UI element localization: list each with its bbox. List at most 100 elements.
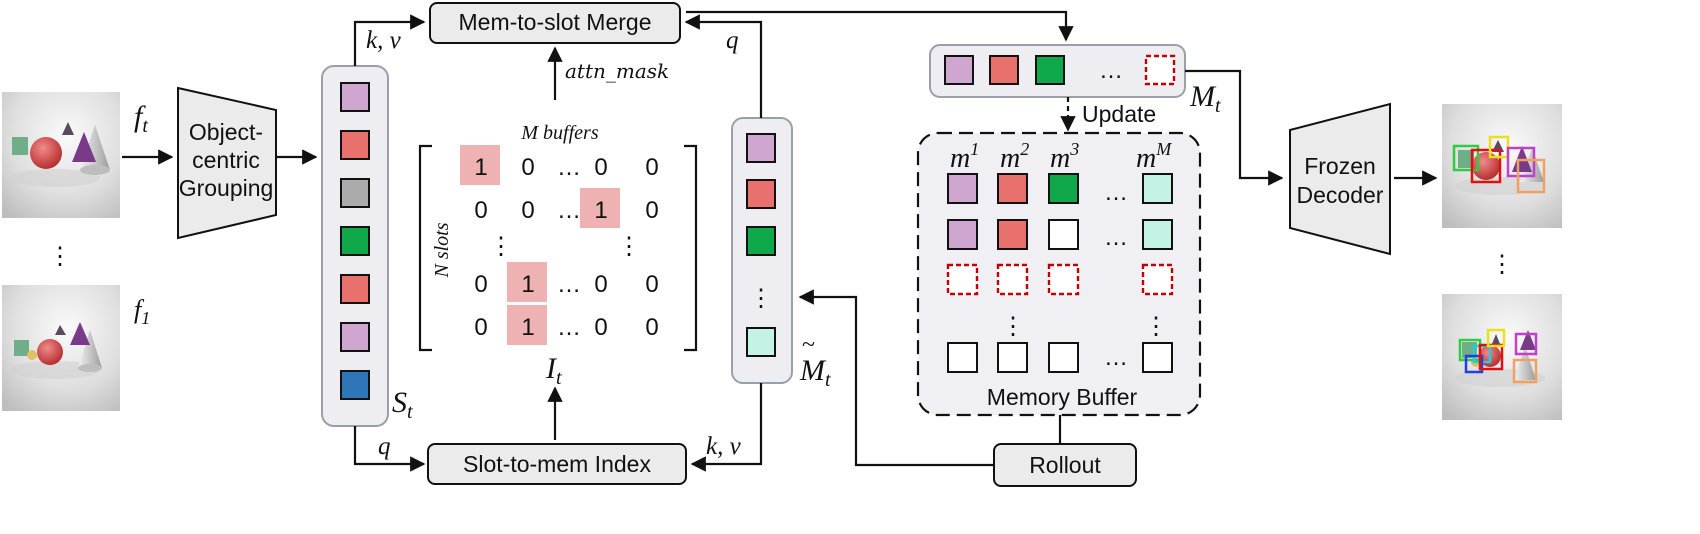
svg-text:Mem-to-slot Merge: Mem-to-slot Merge [459,9,652,35]
index-matrix: 1 0 … 0 0 0 0 … 1 0 0 1 … 0 0 0 1 … 0 0 [460,145,659,345]
label-n-slots: N slots [431,222,453,278]
buffer-cell [1048,219,1079,250]
buffer-cell [1047,263,1080,296]
tilde-mark: ~ [802,332,815,358]
svg-text:Slot-to-mem Index: Slot-to-mem Index [463,451,651,477]
output-frame-t [1442,104,1562,228]
matrix-highlight [507,305,547,345]
label-f-1: f1 [134,295,150,328]
label-m-buffers: M buffers [520,122,598,144]
buffer-column-head: mM [1136,139,1172,174]
buffer-column-head: m2 [1000,139,1029,174]
slot-square [340,130,370,160]
label-Mtilde: Mt [799,354,831,391]
object-centric-grouping-block: Object- centric Grouping [177,86,277,240]
mtilde-stack [746,133,776,357]
label-f-t: ft [134,100,148,137]
buffer-cell [1142,342,1173,373]
buffer-column-head: m1 [950,139,979,174]
mem-to-slot-merge-block: Mem-to-slot Merge [429,2,681,44]
buffer-cell [1048,173,1079,204]
matrix-cell: 0 [474,271,487,298]
buffer-ellipsis-row2: … [1104,224,1128,251]
buffer-cell [947,219,978,250]
svg-text:Object-: Object- [189,119,263,145]
matrix-highlight [460,145,500,185]
buffer-cell [997,342,1028,373]
matrix-cell: 0 [645,154,658,181]
buffer-cell [947,173,978,204]
buffer-cell [1142,173,1173,204]
slot-square [340,370,370,400]
buffer-vdots-col4: ⋮ [1144,313,1168,340]
matrix-cell: … [557,197,581,224]
buffer-cell [997,219,1028,250]
buffer-cell [1141,263,1174,296]
buffer-column-head: m3 [1050,139,1079,174]
buffer-cell [1048,342,1079,373]
matrix-vdots-right: ⋮ [617,233,641,260]
svg-text:Frozen: Frozen [1304,153,1376,179]
label-update: Update [1082,101,1156,127]
matrix-cell: 1 [521,271,534,298]
label-S-t: St [392,386,413,423]
matrix-cell: 1 [521,314,534,341]
matrix-cell: 0 [645,314,658,341]
svg-text:Rollout: Rollout [1029,452,1101,478]
mtilde-square [746,226,776,256]
buffer-ellipsis-row4: … [1104,344,1128,371]
mtilde-square [746,179,776,209]
matrix-cell: … [557,314,581,341]
slot-square [340,82,370,112]
svg-text:Grouping: Grouping [179,175,274,201]
slot-square [340,322,370,352]
mtilde-vdots: ⋮ [749,285,773,312]
buffer-vdots-col3: ⋮ [1001,313,1025,340]
matrix-cell: 0 [594,271,607,298]
memory-row-square [989,55,1019,85]
slot-stack [340,82,370,400]
matrix-cell: … [557,271,581,298]
label-kv-bottom: k, v [706,433,742,460]
input-frame-1 [2,285,120,411]
matrix-cell: 0 [594,314,607,341]
matrix-cell: 1 [474,154,487,181]
slot-square [340,274,370,304]
mtilde-square [746,327,776,357]
matrix-cell: 0 [521,154,534,181]
matrix-cell: 0 [521,197,534,224]
matrix-cell: 0 [594,154,607,181]
right-vdots: ⋮ [1490,251,1514,278]
mtilde-square [746,133,776,163]
buffer-cell [947,342,978,373]
matrix-cell: 0 [474,314,487,341]
memory-row-square [944,55,974,85]
rollout-block: Rollout [993,443,1137,487]
label-q-top: q [726,27,739,54]
slot-square [340,226,370,256]
matrix-highlight [507,262,547,302]
buffer-column-heads: m1 m2 m3 mM [950,139,1172,174]
label-I-t: It [545,352,562,389]
label-kv-top: k, v [366,27,402,54]
matrix-cell: 0 [645,197,658,224]
buffer-grid [946,173,1174,373]
matrix-cell: … [557,154,581,181]
buffer-cell [946,263,979,296]
buffer-cell [996,263,1029,296]
matrix-vdots-left: ⋮ [489,233,513,260]
slot-square [340,178,370,208]
matrix-cell: 0 [474,197,487,224]
memory-row-square [1144,54,1176,86]
frozen-decoder-block: Frozen Decoder [1289,102,1391,256]
matrix-cell: 0 [645,271,658,298]
matrix-cell: 1 [594,197,607,224]
input-frame-t [2,92,120,218]
label-q-bottom: q [378,433,391,460]
left-vdots: ⋮ [48,243,72,270]
matrix-highlight [580,188,620,228]
memory-row-square [1035,55,1065,85]
memory-row [944,54,1176,86]
svg-text:centric: centric [192,147,260,173]
